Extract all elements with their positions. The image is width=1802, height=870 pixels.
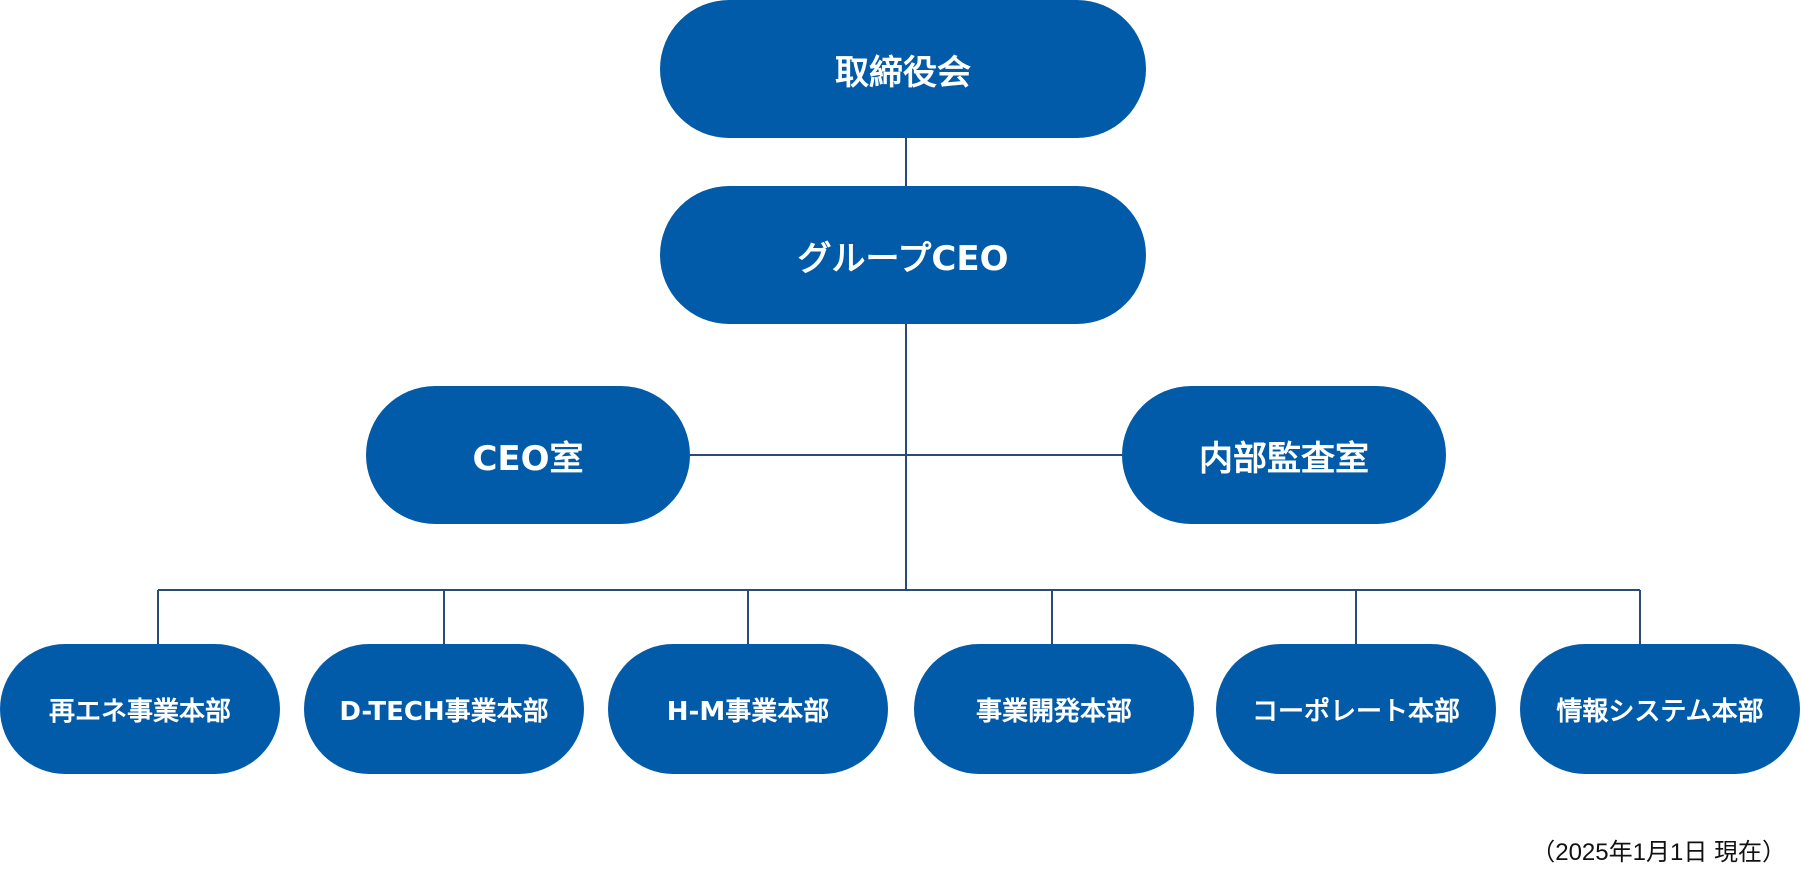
division-label: 再エネ事業本部 — [48, 696, 231, 727]
node-division-business-development: 事業開発本部 — [914, 644, 1194, 774]
as-of-date-note: （2025年1月1日 現在） — [1531, 839, 1786, 866]
division-label: 事業開発本部 — [975, 696, 1132, 727]
division-label: 情報システム本部 — [1556, 696, 1764, 727]
division-label: コーポレート本部 — [1251, 696, 1460, 727]
node-division-corporate: コーポレート本部 — [1216, 644, 1496, 774]
node-division-h-m: H-M事業本部 — [608, 644, 888, 774]
node-ceo-office-label: CEO室 — [472, 438, 584, 479]
node-division-renewable-energy: 再エネ事業本部 — [0, 644, 280, 774]
node-internal-audit-label: 内部監査室 — [1199, 438, 1369, 479]
division-label: D-TECH事業本部 — [339, 696, 549, 727]
node-ceo-office: CEO室 — [366, 386, 690, 524]
node-division-d-tech: D-TECH事業本部 — [304, 644, 584, 774]
node-group-ceo-label: グループCEO — [797, 238, 1009, 279]
node-board: 取締役会 — [660, 0, 1146, 138]
node-group-ceo: グループCEO — [660, 186, 1146, 324]
division-label: H-M事業本部 — [666, 696, 830, 727]
node-board-label: 取締役会 — [835, 52, 971, 93]
node-internal-audit: 内部監査室 — [1122, 386, 1446, 524]
node-division-information-systems: 情報システム本部 — [1520, 644, 1800, 774]
